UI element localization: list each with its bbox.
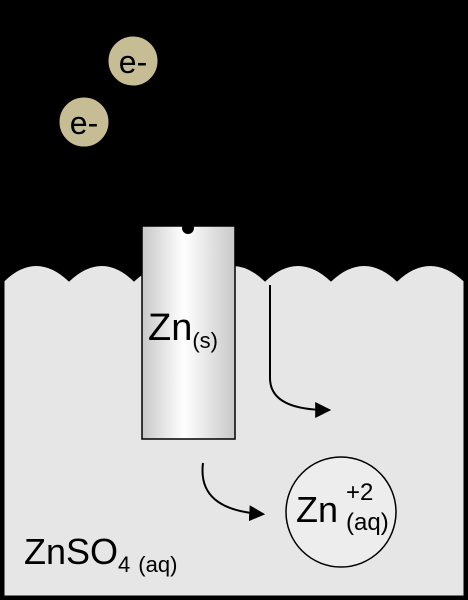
electrode-label: Zn(s)	[148, 307, 218, 353]
svg-text:e-: e-	[119, 44, 147, 80]
zinc-electrode: Zn(s)	[141, 222, 236, 440]
electron-1: e-	[107, 35, 159, 87]
zinc-ion: Zn +2 (aq)	[285, 456, 397, 568]
solution-label: ZnSO4(aq)	[24, 531, 177, 577]
electrode-dot	[182, 222, 194, 234]
arrow-curved-right-icon	[269, 285, 332, 418]
ion-state: (aq)	[346, 509, 389, 536]
electron-2: e-	[58, 96, 110, 148]
arrow-curved-down-right-icon	[201, 462, 266, 522]
ion-charge: +2	[346, 479, 373, 506]
svg-text:e-: e-	[70, 105, 98, 141]
ion-symbol: Zn	[296, 489, 338, 530]
